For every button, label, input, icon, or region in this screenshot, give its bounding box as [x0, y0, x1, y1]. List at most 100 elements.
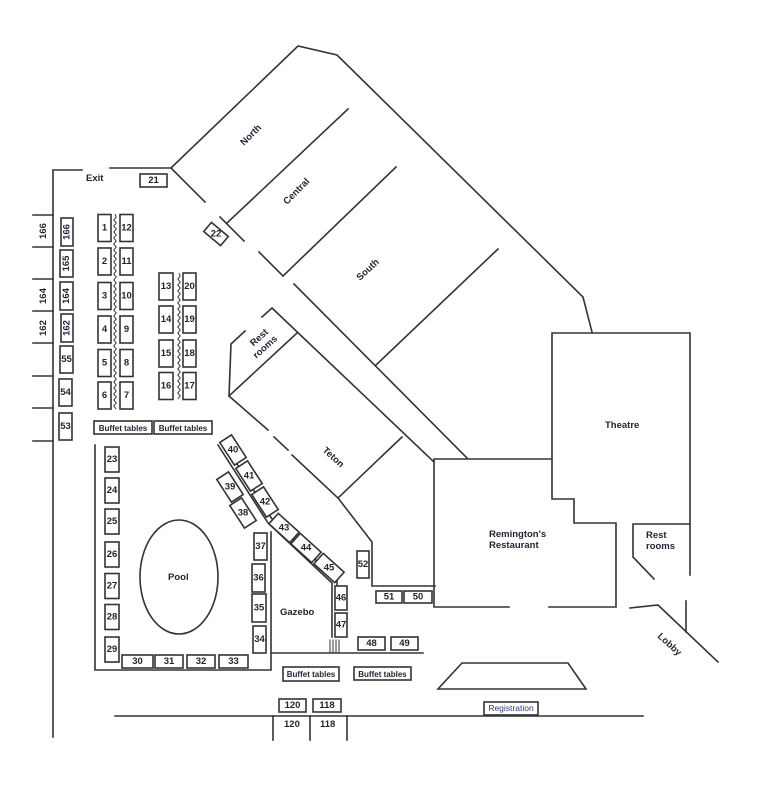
- table-14[interactable]: 14: [158, 305, 174, 334]
- table-165[interactable]: 165: [59, 249, 74, 278]
- table-number: 13: [161, 281, 172, 292]
- table-45[interactable]: 45: [312, 552, 346, 584]
- table-118[interactable]: 118: [312, 698, 342, 713]
- table-number: 7: [124, 390, 129, 401]
- table-51[interactable]: 51: [375, 590, 403, 604]
- table-42[interactable]: 42: [250, 485, 280, 519]
- table-11[interactable]: 11: [119, 247, 134, 276]
- table-5[interactable]: 5: [97, 348, 112, 378]
- table-48[interactable]: 48: [357, 636, 386, 651]
- table-55[interactable]: 55: [59, 345, 74, 374]
- table-box: [104, 603, 120, 631]
- table-49[interactable]: 49: [390, 636, 419, 651]
- table-box: [251, 563, 266, 593]
- table-44[interactable]: 44: [289, 532, 323, 564]
- room-rest-rooms-left: Rest rooms: [248, 326, 280, 361]
- table-35[interactable]: 35: [251, 593, 267, 623]
- table-box: [234, 459, 264, 493]
- table-31[interactable]: 31: [154, 654, 184, 669]
- buffet-table[interactable]: Buffet tables: [93, 420, 153, 435]
- table-15[interactable]: 15: [158, 339, 174, 368]
- table-number: 39: [225, 482, 236, 493]
- table-47[interactable]: 47: [334, 612, 348, 638]
- buffet-table[interactable]: Buffet tables: [153, 420, 213, 435]
- table-29[interactable]: 29: [104, 636, 120, 663]
- table-1[interactable]: 1: [97, 213, 112, 243]
- table-number: 52: [358, 559, 369, 570]
- table-32[interactable]: 32: [186, 654, 216, 669]
- table-22[interactable]: 22: [202, 221, 230, 247]
- table-box: [251, 593, 267, 623]
- table-27[interactable]: 27: [104, 572, 120, 600]
- table-number: 165: [61, 255, 72, 272]
- table-38[interactable]: 38: [228, 496, 258, 530]
- table-40[interactable]: 40: [218, 433, 248, 467]
- table-7[interactable]: 7: [119, 381, 134, 410]
- table-number: 45: [324, 563, 335, 574]
- table-9[interactable]: 9: [119, 315, 134, 344]
- table-36[interactable]: 36: [251, 563, 266, 593]
- table-18[interactable]: 18: [182, 339, 197, 368]
- table-50[interactable]: 50: [403, 590, 433, 604]
- buffet-table[interactable]: Buffet tables: [353, 666, 412, 681]
- table-166[interactable]: 166: [60, 217, 74, 247]
- table-20[interactable]: 20: [182, 272, 197, 301]
- table-43[interactable]: 43: [267, 512, 301, 544]
- table-box: [154, 654, 184, 669]
- exit-label[interactable]: Exit: [86, 173, 104, 184]
- table-number: 118: [319, 700, 334, 711]
- wall-label-164: 164: [38, 287, 49, 304]
- table-box: [119, 381, 134, 410]
- table-number: 30: [132, 656, 143, 667]
- table-162[interactable]: 162: [60, 313, 74, 343]
- table-number: 48: [366, 638, 377, 649]
- table-53[interactable]: 53: [58, 412, 73, 441]
- table-24[interactable]: 24: [104, 477, 120, 504]
- table-2[interactable]: 2: [97, 247, 112, 276]
- table-33[interactable]: 33: [218, 654, 249, 669]
- table-number: 40: [228, 445, 239, 456]
- table-21[interactable]: 21: [139, 173, 168, 188]
- table-13[interactable]: 13: [158, 272, 174, 301]
- buffet-table[interactable]: Buffet tables: [282, 666, 340, 682]
- table-26[interactable]: 26: [104, 541, 120, 568]
- table-34[interactable]: 34: [252, 625, 267, 654]
- table-37[interactable]: 37: [253, 532, 268, 561]
- table-16[interactable]: 16: [158, 371, 174, 401]
- room-rest-rooms-right-line2: rooms: [646, 541, 675, 552]
- table-number: 51: [384, 592, 395, 603]
- table-box: [375, 590, 403, 604]
- table-number: 53: [60, 421, 71, 432]
- table-box: [158, 371, 174, 401]
- table-30[interactable]: 30: [121, 654, 154, 669]
- table-box: [158, 339, 174, 368]
- table-17[interactable]: 17: [182, 371, 197, 401]
- table-box: [250, 485, 280, 519]
- registration-desk[interactable]: Registration: [483, 701, 539, 716]
- table-41[interactable]: 41: [234, 459, 264, 493]
- table-28[interactable]: 28: [104, 603, 120, 631]
- table-number: 21: [148, 175, 159, 186]
- table-box: [97, 281, 112, 311]
- table-120[interactable]: 120: [278, 698, 307, 713]
- svg-text:Buffet tables: Buffet tables: [287, 670, 336, 679]
- table-164[interactable]: 164: [59, 281, 74, 311]
- table-3[interactable]: 3: [97, 281, 112, 311]
- table-25[interactable]: 25: [104, 508, 120, 535]
- table-52[interactable]: 52: [356, 550, 370, 579]
- pool-label: Pool: [168, 572, 189, 583]
- table-39[interactable]: 39: [215, 470, 245, 504]
- table-54[interactable]: 54: [58, 378, 73, 407]
- table-4[interactable]: 4: [97, 315, 112, 344]
- table-8[interactable]: 8: [119, 348, 134, 378]
- room-north: North: [238, 122, 264, 148]
- table-23[interactable]: 23: [104, 446, 120, 473]
- table-46[interactable]: 46: [334, 585, 348, 611]
- table-6[interactable]: 6: [97, 381, 112, 410]
- table-12[interactable]: 12: [119, 213, 134, 243]
- table-10[interactable]: 10: [119, 281, 134, 311]
- table-number: 3: [102, 291, 107, 302]
- table-19[interactable]: 19: [182, 305, 197, 334]
- table-box: [334, 612, 348, 638]
- table-number: 27: [107, 581, 118, 592]
